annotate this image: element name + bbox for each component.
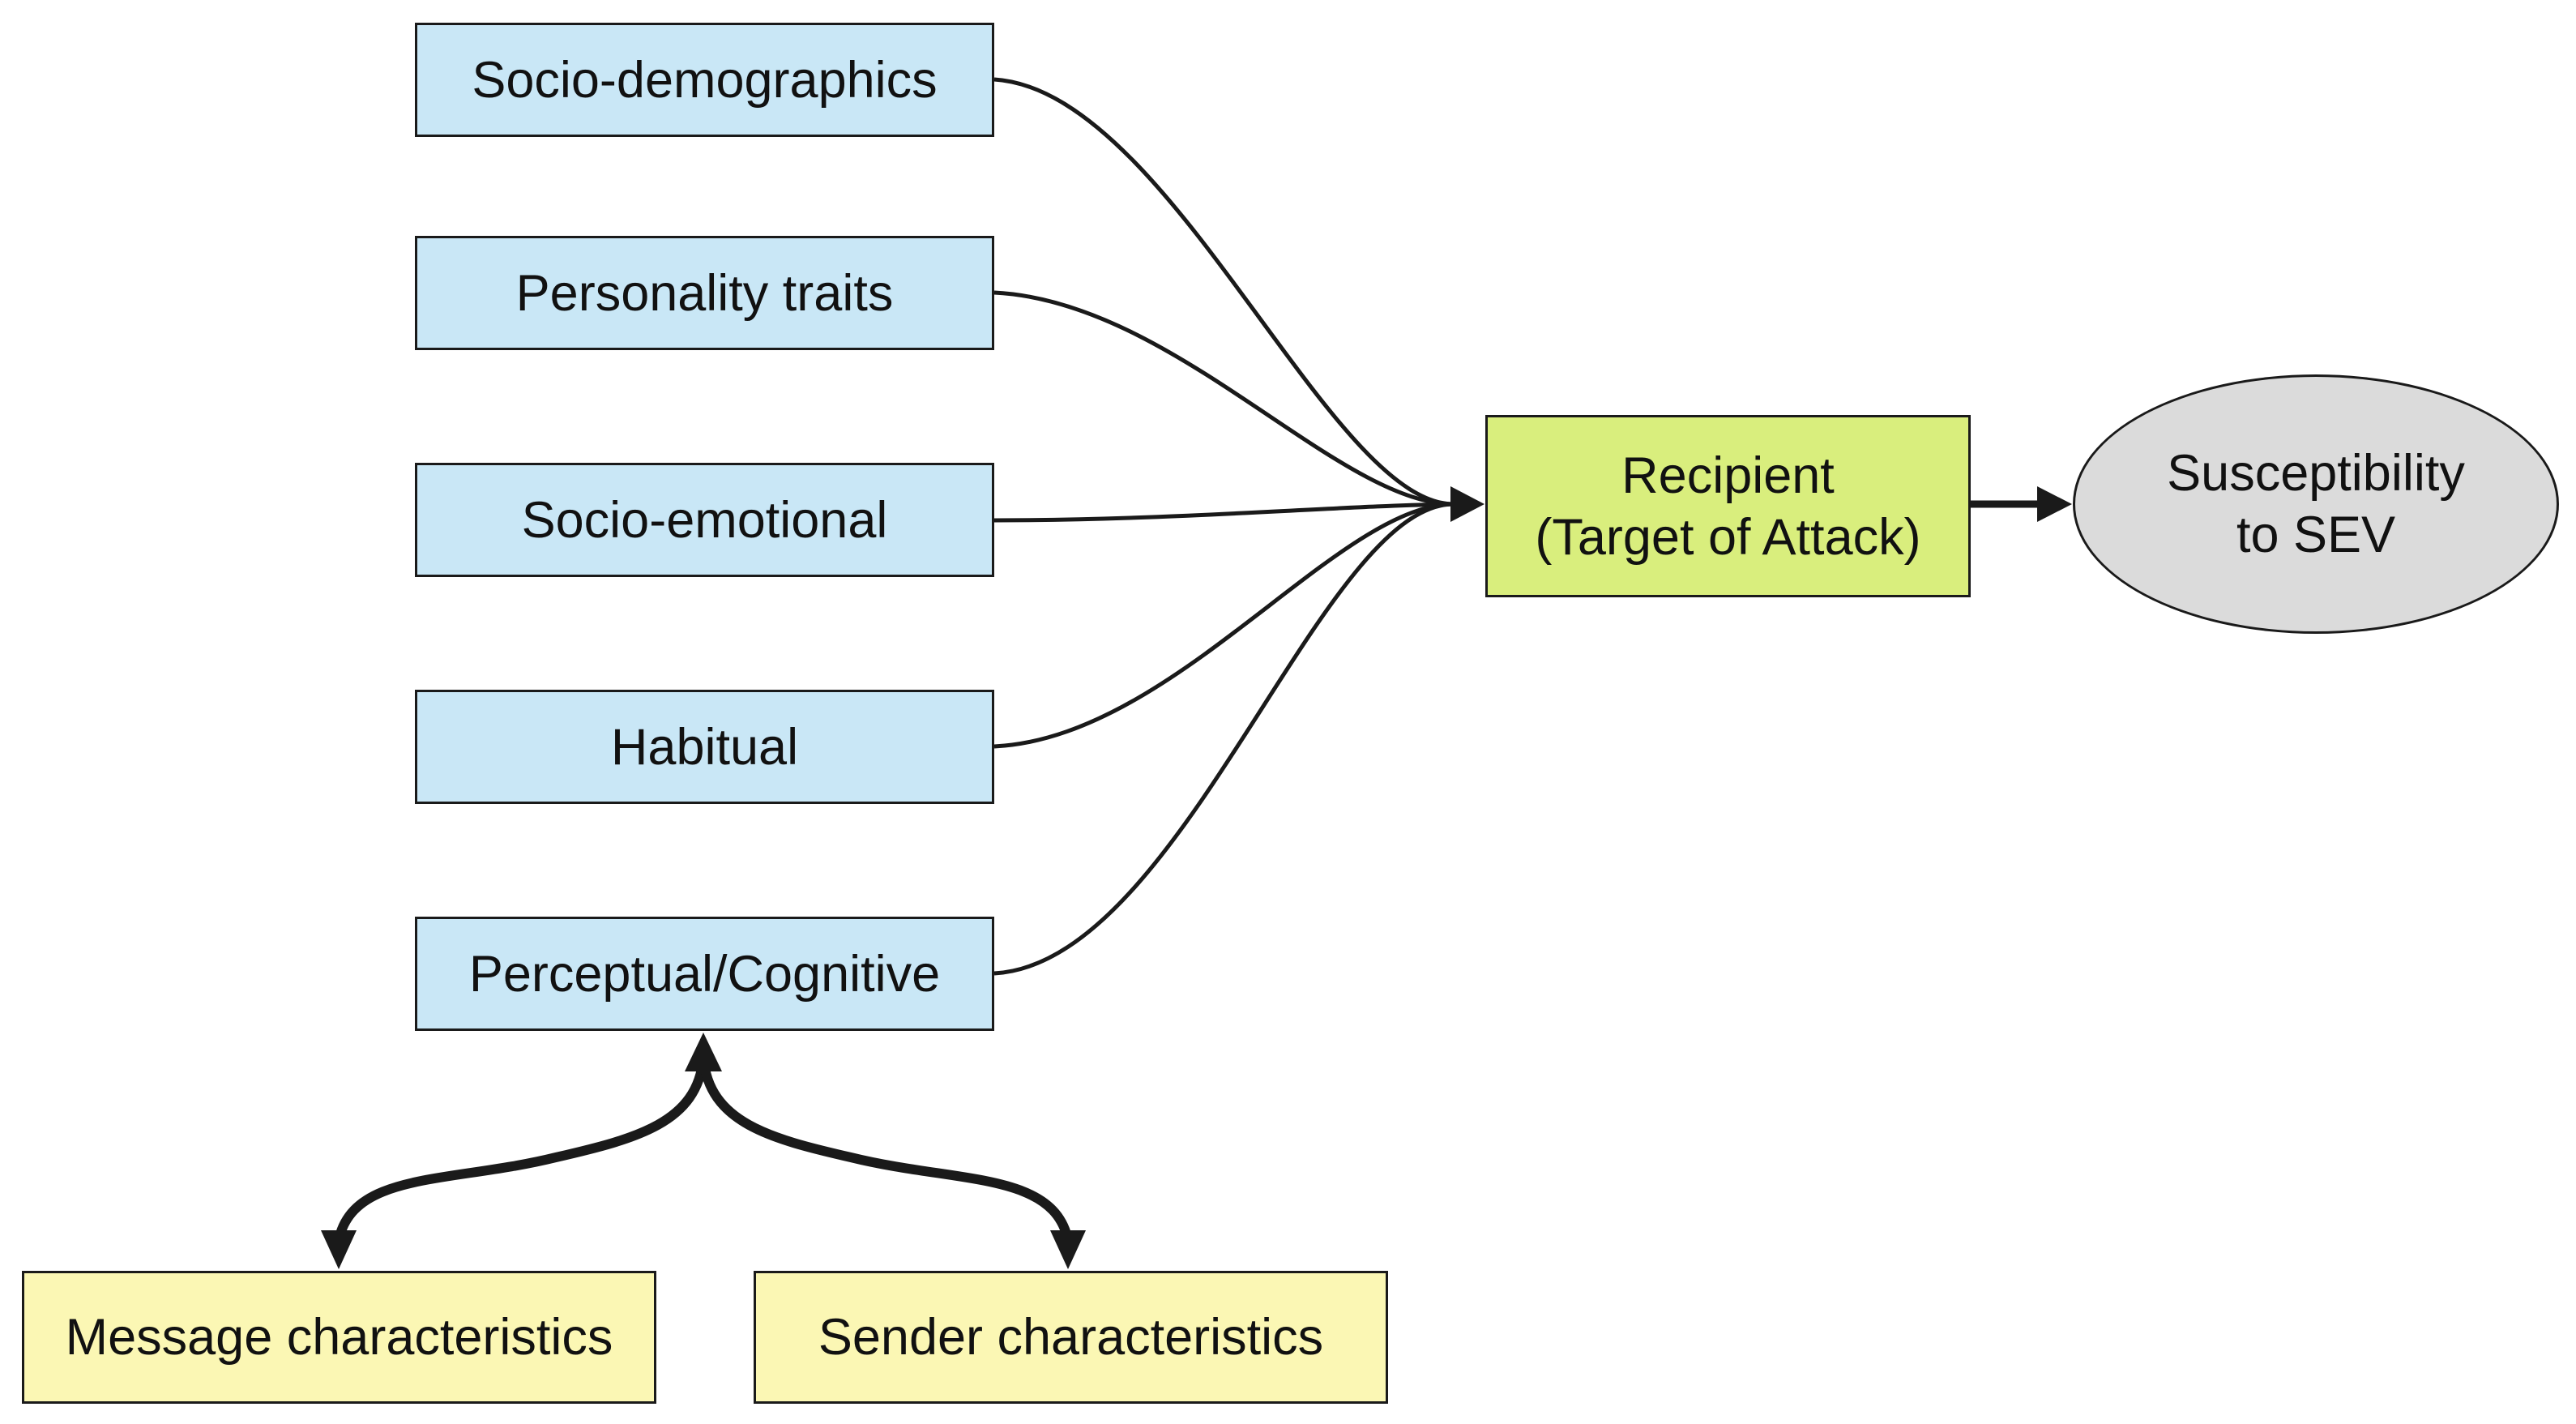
arrowhead-up-into-perceptual-cognitive [685, 1033, 722, 1071]
factor-box-personality-traits-label: Personality traits [515, 264, 894, 322]
factor-box-socio-emotional-label: Socio-emotional [521, 491, 888, 549]
factor-box-perceptual-cognitive: Perceptual/Cognitive [415, 917, 994, 1031]
arrowhead-down-into-sender-characteristics [1050, 1230, 1086, 1269]
arrowhead-into-recipient [1450, 486, 1485, 522]
factor-box-socio-demographics: Socio-demographics [415, 23, 994, 137]
connector-habitual-to-recipient [993, 502, 1455, 749]
sender-characteristics-box: Sender characteristics [754, 1271, 1388, 1404]
factor-box-perceptual-cognitive-label: Perceptual/Cognitive [468, 945, 941, 1003]
factor-box-habitual: Habitual [415, 690, 994, 804]
connector-socio-demographics-to-recipient [993, 77, 1455, 507]
brace-left-arm [334, 1057, 708, 1242]
factor-box-habitual-label: Habitual [610, 718, 799, 776]
susceptibility-ellipse-label-line2: to SEV [2236, 507, 2396, 563]
susceptibility-ellipse-label-line1: Susceptibility [2167, 445, 2465, 502]
factor-box-socio-emotional: Socio-emotional [415, 463, 994, 577]
recipient-box-label-line2: (Target of Attack) [1535, 508, 1921, 566]
connector-personality-traits-to-recipient [993, 290, 1455, 507]
message-characteristics-label: Message characteristics [65, 1309, 613, 1366]
brace-right-arm [698, 1057, 1073, 1242]
message-characteristics-box: Message characteristics [22, 1271, 656, 1404]
recipient-box-label-line1: Recipient [1621, 447, 1835, 504]
factor-box-personality-traits: Personality traits [415, 236, 994, 350]
arrowhead-into-susceptibility [2037, 486, 2072, 522]
connector-perceptual-cognitive-to-recipient [993, 502, 1455, 976]
factor-box-socio-demographics-label: Socio-demographics [472, 51, 938, 109]
arrowhead-down-into-message-characteristics [321, 1230, 357, 1269]
sender-characteristics-label: Sender characteristics [818, 1309, 1324, 1366]
susceptibility-ellipse: Susceptibility to SEV [2073, 374, 2559, 634]
connector-socio-emotional-to-recipient [993, 502, 1455, 523]
recipient-box: Recipient (Target of Attack) [1485, 415, 1971, 597]
